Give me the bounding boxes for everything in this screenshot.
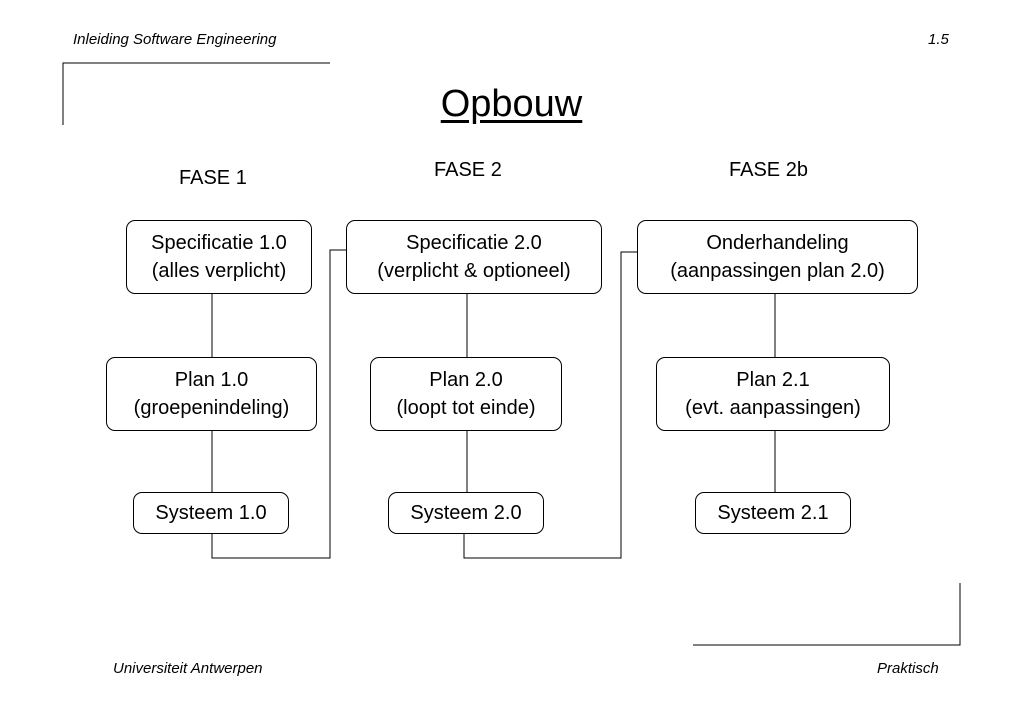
box-line-1: Specificatie 2.0: [406, 232, 542, 254]
box-line-2: (evt. aanpassingen): [685, 397, 861, 419]
box-line-1: Systeem 2.1: [717, 502, 829, 524]
phase-1-label: FASE 1: [179, 167, 247, 189]
box-line-1: Plan 2.1: [736, 369, 810, 391]
box-systeem-2-0: Systeem 2.0: [388, 492, 544, 534]
box-onderhandeling: Onderhandeling (aanpassingen plan 2.0): [637, 220, 918, 294]
box-line-2: (alles verplicht): [151, 260, 287, 282]
box-line-1: Plan 1.0: [174, 369, 249, 391]
phase-2-label: FASE 2: [434, 159, 502, 181]
box-specificatie-2-0: Specificatie 2.0 (verplicht & optioneel): [346, 220, 602, 294]
box-line-1: Specificatie 1.0: [151, 232, 287, 254]
footer-university: Universiteit Antwerpen: [113, 660, 263, 677]
box-line-1: Plan 2.0: [429, 369, 503, 391]
box-systeem-1-0: Systeem 1.0: [133, 492, 289, 534]
slide-number: 1.5: [928, 31, 949, 48]
box-plan-1-0: Plan 1.0 (groepenindeling): [106, 357, 317, 431]
box-line-1: Systeem 1.0: [155, 502, 267, 524]
box-line-1: Systeem 2.0: [410, 502, 522, 524]
course-title: Inleiding Software Engineering: [73, 31, 277, 48]
slide-title: Opbouw: [440, 83, 583, 125]
connector-sys1-spec2: [211, 249, 347, 559]
box-line-2: (groepenindeling): [133, 397, 290, 419]
connector-sys2-onder: [463, 251, 638, 559]
bottom-right-frame: [693, 583, 961, 646]
box-plan-2-0: Plan 2.0 (loopt tot einde): [370, 357, 562, 431]
top-left-frame: [62, 62, 330, 125]
box-line-2: (loopt tot einde): [396, 397, 536, 419]
footer-section: Praktisch: [877, 660, 939, 677]
box-line-2: (aanpassingen plan 2.0): [670, 260, 885, 282]
box-line-1: Onderhandeling: [706, 232, 849, 254]
phase-2b-label: FASE 2b: [729, 159, 808, 181]
box-specificatie-1-0: Specificatie 1.0 (alles verplicht): [126, 220, 312, 294]
box-plan-2-1: Plan 2.1 (evt. aanpassingen): [656, 357, 890, 431]
box-systeem-2-1: Systeem 2.1: [695, 492, 851, 534]
box-line-2: (verplicht & optioneel): [377, 260, 571, 282]
